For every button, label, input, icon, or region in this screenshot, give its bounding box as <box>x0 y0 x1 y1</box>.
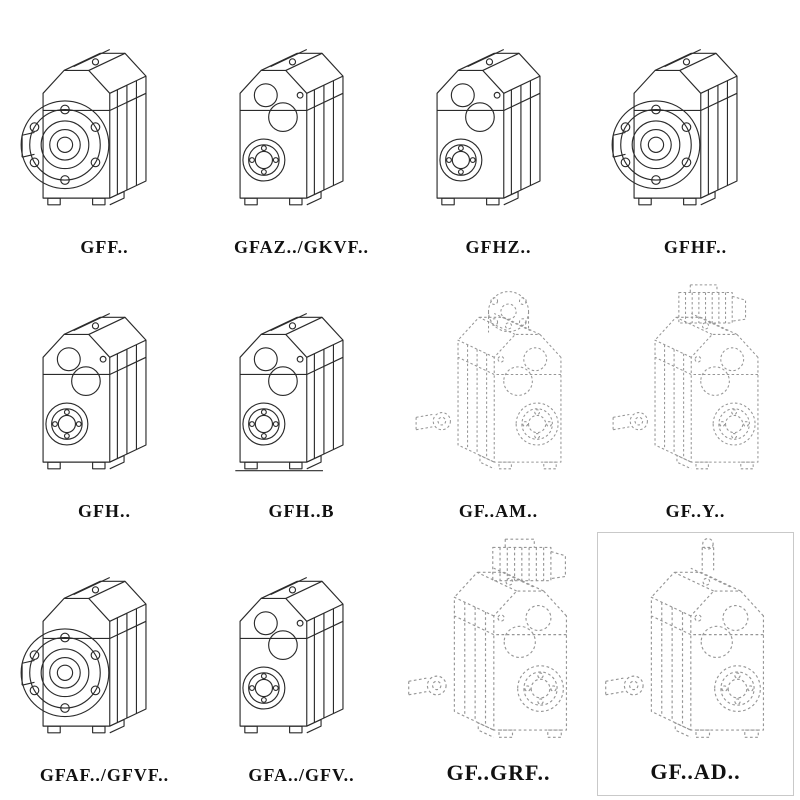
figure-label: GFAF../GFVF.. <box>39 765 170 785</box>
figure-gf-y: GF..Y.. <box>597 268 794 532</box>
gearbox-bores-drawing-icon <box>41 312 147 469</box>
gearbox-with-motor-drawing-icon <box>407 538 567 738</box>
figure-gff: GFF.. <box>6 4 203 268</box>
figure-gf-grf: GF..GRF.. <box>400 532 597 796</box>
figure-label: GFH.. <box>78 501 131 521</box>
drawing-gfaz-gkvf <box>203 4 400 235</box>
figure-gfa-gfv: GFA../GFV.. <box>203 532 400 796</box>
drawing-gfh <box>6 268 203 499</box>
figure-label: GFA../GFV.. <box>248 765 355 785</box>
drawing-gff <box>6 4 203 235</box>
drawing-gf-y <box>597 268 794 499</box>
gearbox-bores-drawing-icon <box>238 576 344 733</box>
drawing-gf-ad <box>598 533 793 757</box>
gearbox-bores-drawing-icon <box>238 48 344 205</box>
figure-gfhz: GFHZ.. <box>400 4 597 268</box>
drawing-gfh-b <box>203 268 400 499</box>
gearbox-foot-mounted-drawing-icon <box>234 312 344 471</box>
drawing-gfaf-gfvf <box>6 532 203 763</box>
figure-gfaf-gfvf: GFAF../GFVF.. <box>6 532 203 796</box>
gearbox-input-adapter-drawing-icon <box>604 538 764 738</box>
figure-label: GF..GRF.. <box>446 760 551 785</box>
figure-label: GFAZ../GKVF.. <box>233 237 369 257</box>
gearbox-flange-drawing-icon <box>611 48 738 205</box>
figure-label: GFH..B <box>268 501 335 521</box>
drawing-gf-am <box>400 268 597 499</box>
gearbox-flange-drawing-icon <box>20 48 147 205</box>
drawing-gfa-gfv <box>203 532 400 763</box>
figure-label: GF..AD.. <box>650 759 741 784</box>
gearbox-adapter-flange-drawing-icon <box>415 290 561 469</box>
drawing-gfhf <box>597 4 794 235</box>
figure-gfhf: GFHF.. <box>597 4 794 268</box>
figure-gfh: GFH.. <box>6 268 203 532</box>
figure-gfaz-gkvf: GFAZ../GKVF.. <box>203 4 400 268</box>
figure-gf-am: GF..AM.. <box>400 268 597 532</box>
figure-label: GF..AM.. <box>458 501 539 521</box>
figure-label: GFF.. <box>80 237 129 257</box>
gearbox-flange-drawing-icon <box>20 576 147 733</box>
figure-gfh-b: GFH..B <box>203 268 400 532</box>
gearbox-bores-drawing-icon <box>435 48 541 205</box>
figure-label: GF..Y.. <box>665 501 726 521</box>
figure-gf-ad: GF..AD.. <box>597 532 794 796</box>
drawing-gfhz <box>400 4 597 235</box>
gearbox-with-motor-drawing-icon <box>612 283 758 469</box>
drawing-gf-grf <box>400 532 597 758</box>
figure-label: GFHF.. <box>663 237 728 257</box>
figure-label: GFHZ.. <box>465 237 532 257</box>
